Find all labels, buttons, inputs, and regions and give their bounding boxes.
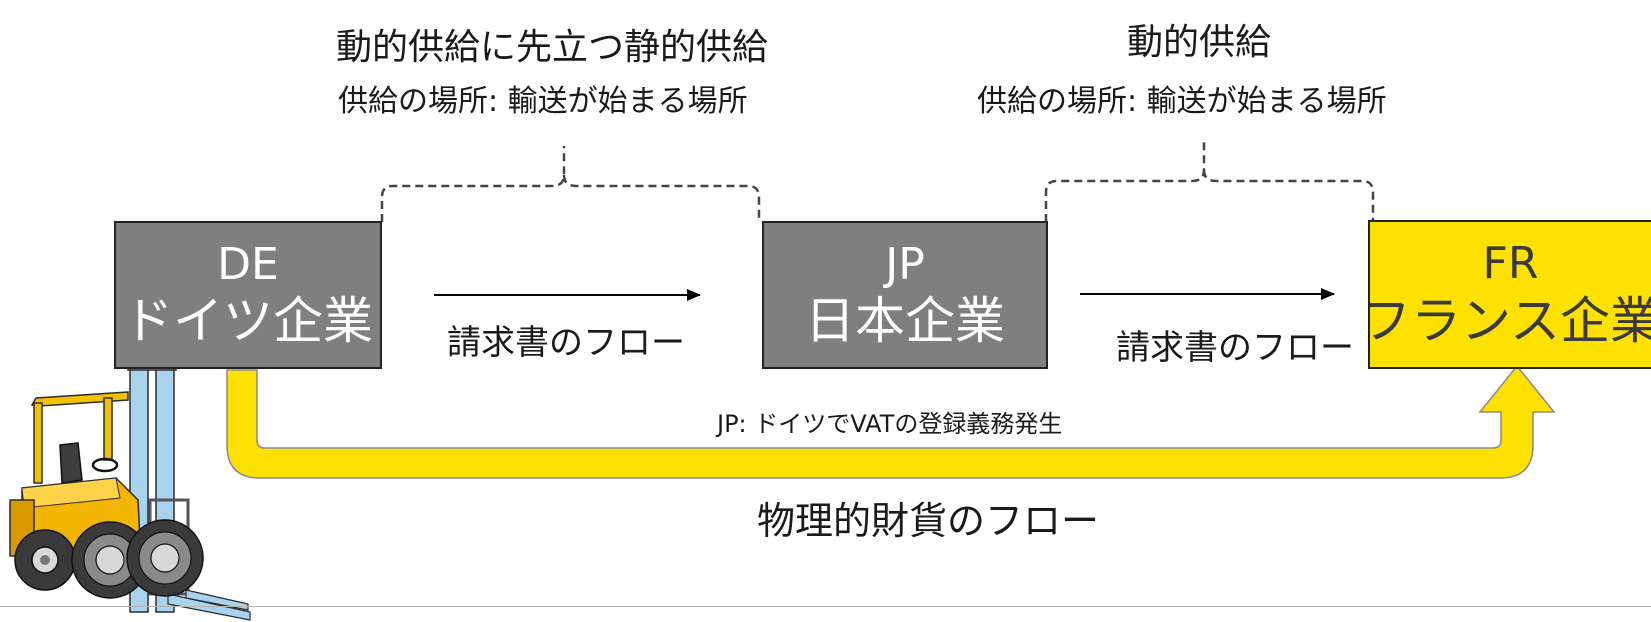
company-code-de: DE: [217, 238, 279, 290]
bottom-divider: [0, 606, 1651, 607]
company-name-jp: 日本企業: [805, 292, 1005, 351]
vat-note: JP: ドイツでVATの登録義務発生: [717, 410, 1063, 438]
company-box-fr: FR フランス企業: [1368, 220, 1651, 369]
physical-flow-label: 物理的財貨のフロー: [757, 499, 1100, 543]
forklift-icon: [9, 359, 251, 621]
static-supply-place: 供給の場所: 輸送が始まる場所: [338, 84, 748, 119]
invoice-flow-label-1: 請求書のフロー: [447, 323, 685, 363]
static-supply-brace: [380, 146, 761, 222]
company-code-jp: JP: [885, 238, 925, 290]
static-supply-title: 動的供給に先立つ静的供給: [336, 27, 769, 68]
dynamic-supply-title: 動的供給: [1127, 22, 1272, 63]
company-code-fr: FR: [1482, 238, 1539, 290]
dynamic-supply-brace: [1044, 138, 1375, 222]
company-box-jp: JP 日本企業: [762, 221, 1048, 369]
company-box-de: DE ドイツ企業: [114, 221, 382, 369]
company-name-de: ドイツ企業: [123, 292, 373, 351]
goods-flow-arrow: [226, 364, 1556, 479]
invoice-flow-label-2: 請求書のフロー: [1116, 328, 1354, 368]
company-name-fr: フランス企業: [1368, 291, 1651, 350]
dynamic-supply-place: 供給の場所: 輸送が始まる場所: [977, 84, 1387, 119]
